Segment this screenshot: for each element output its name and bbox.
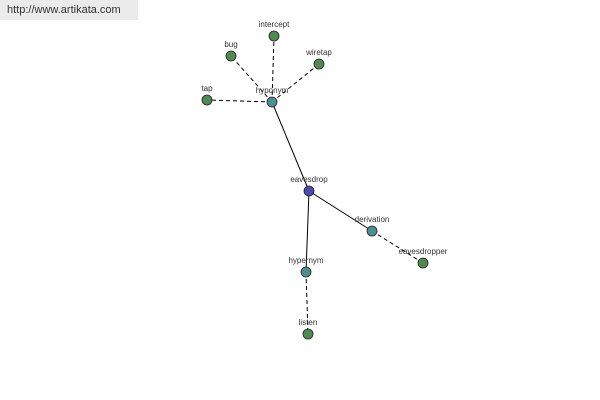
node-bug[interactable] bbox=[225, 50, 237, 62]
edge-eavesdrop-hypernym bbox=[305, 190, 310, 273]
node-label-tap: tap bbox=[201, 84, 213, 93]
edge-hyponym-bug bbox=[230, 55, 273, 103]
edge-derivation-eavesdropper bbox=[371, 230, 424, 264]
node-intercept[interactable] bbox=[268, 30, 280, 42]
node-wiretap[interactable] bbox=[313, 58, 325, 70]
edge-hyponym-tap bbox=[206, 99, 273, 103]
node-eavesdrop[interactable] bbox=[303, 185, 315, 197]
edge-hyponym-wiretap bbox=[271, 63, 320, 103]
edge-hypernym-listen bbox=[305, 271, 309, 335]
node-listen[interactable] bbox=[302, 328, 314, 340]
node-hypernym[interactable] bbox=[300, 266, 312, 278]
node-derivation[interactable] bbox=[366, 225, 378, 237]
node-label-wiretap: wiretap bbox=[305, 48, 332, 57]
node-label-bug: bug bbox=[224, 40, 237, 49]
node-label-derivation: derivation bbox=[355, 215, 390, 224]
node-label-eavesdropper: eavesdropper bbox=[399, 247, 448, 256]
edge-eavesdrop-hyponym bbox=[271, 101, 310, 192]
node-tap[interactable] bbox=[201, 94, 213, 106]
edge-eavesdrop-derivation bbox=[308, 190, 373, 232]
source-url: http://www.artikata.com bbox=[7, 4, 121, 16]
edges-layer bbox=[206, 35, 424, 335]
node-hyponym[interactable] bbox=[266, 96, 278, 108]
nodes-layer bbox=[201, 30, 429, 340]
node-eavesdropper[interactable] bbox=[417, 257, 429, 269]
node-label-hypernym: hypernym bbox=[288, 256, 323, 265]
node-label-intercept: intercept bbox=[259, 20, 290, 29]
node-label-hyponym: hyponym bbox=[256, 86, 289, 95]
url-banner: http://www.artikata.com bbox=[0, 0, 138, 20]
labels-layer: eavesdrop hyponym derivation hypernym interc… bbox=[201, 20, 447, 327]
node-label-eavesdrop: eavesdrop bbox=[290, 175, 328, 184]
node-label-listen: listen bbox=[299, 318, 318, 327]
